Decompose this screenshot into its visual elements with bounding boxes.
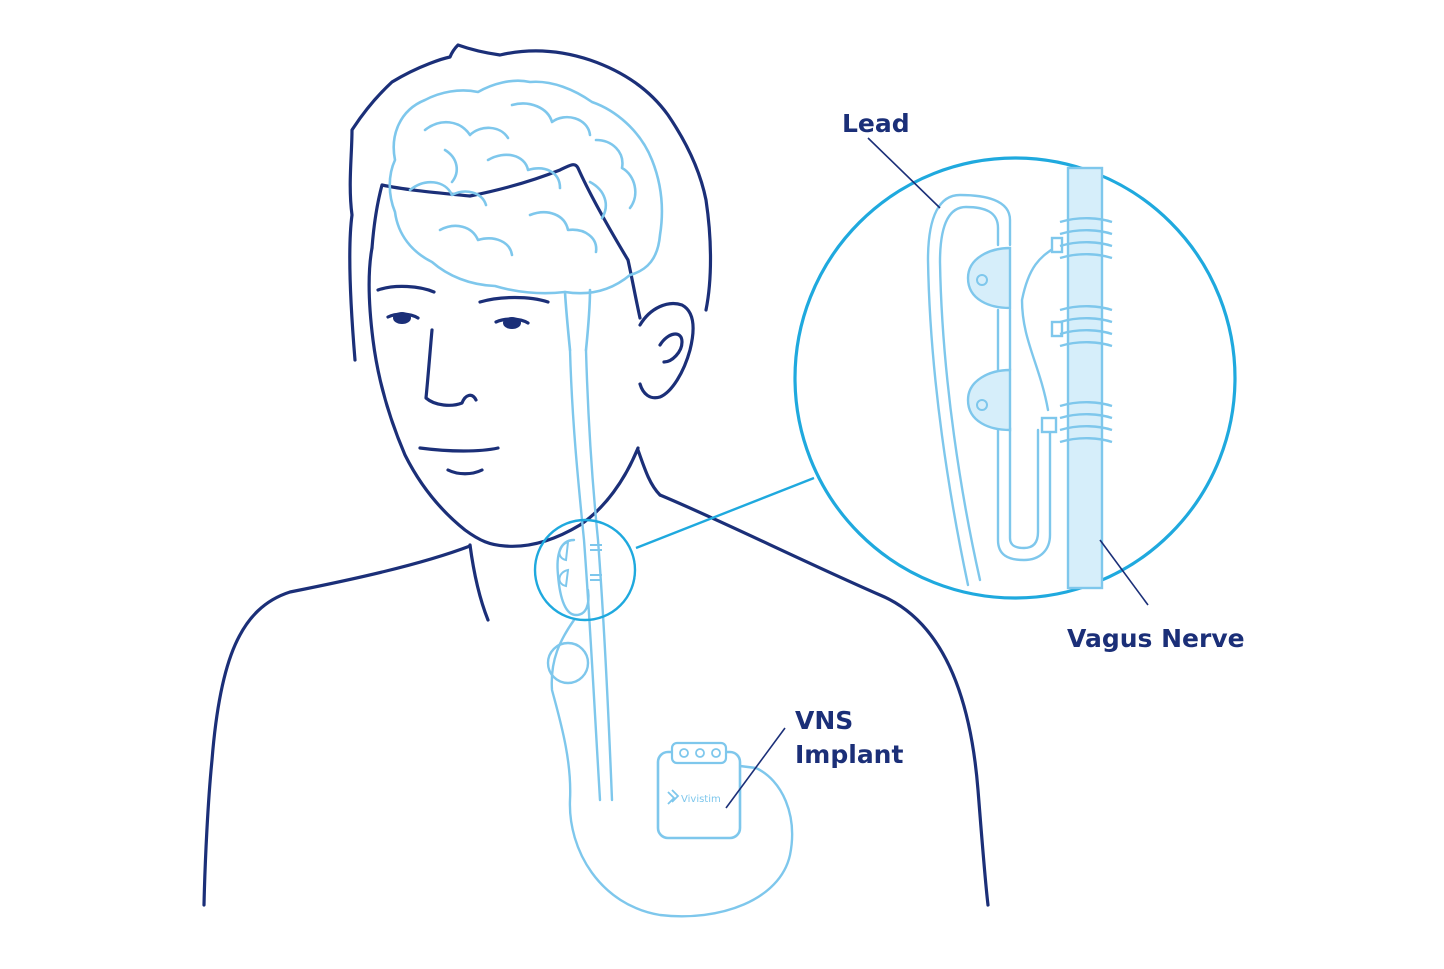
brain-fold-2 (510, 102, 592, 137)
zoom-coils (1040, 217, 1113, 444)
eye-pupils (393, 312, 521, 329)
neck-right (636, 448, 662, 497)
brand-logo-icon (667, 789, 680, 805)
ear-inner (658, 332, 684, 364)
brain-fold-1 (423, 121, 510, 140)
zoom-electrode-1 (966, 246, 1012, 310)
label-vns-line2: Implant (795, 740, 904, 769)
pupil-left (393, 312, 411, 324)
brainstem (563, 288, 592, 352)
vagus-nerve-left (568, 348, 602, 802)
ear-outline (638, 302, 695, 400)
electrode-small-1 (558, 540, 570, 562)
zoom-circle (793, 156, 1237, 600)
mouth (418, 446, 500, 453)
label-vns-line1: VNS (795, 706, 854, 735)
zoom-electrode-2 (966, 368, 1012, 432)
brain-fold-9 (443, 148, 459, 184)
implant-brand: Vivistim (681, 794, 721, 805)
brain (388, 79, 664, 352)
pupil-right (503, 317, 521, 329)
brain-fold-7 (528, 210, 598, 254)
implant-port-1 (679, 748, 689, 758)
label-lead: Lead (842, 109, 910, 138)
zoom-lead-outer-inner (938, 205, 1000, 582)
nose (424, 328, 478, 407)
zoom-lead-outer (926, 193, 1012, 587)
zoom-electrode-1-dot (976, 274, 988, 286)
zoom-contents (926, 166, 1113, 590)
electrode-small-coils (590, 544, 602, 581)
brain-fold-8 (588, 180, 607, 220)
brain-fold-6 (438, 224, 514, 257)
neck-electrodes (558, 540, 602, 588)
leader-lines (725, 137, 1149, 809)
lead-to-implant (550, 618, 794, 918)
label-vns-implant: VNS Implant (795, 704, 903, 772)
eyebrow-right (478, 295, 550, 304)
chin-line (446, 468, 484, 476)
vns-implant-device: Vivistim (656, 741, 742, 840)
neck-zoom-circle (533, 518, 637, 622)
implant-port-3 (711, 748, 721, 758)
leader-vagus (1099, 539, 1149, 606)
strain-relief-loop (546, 641, 590, 685)
eyebrow-left (376, 284, 436, 294)
leader-vns (725, 727, 786, 809)
shoulder-left (202, 544, 472, 907)
vagus-nerve-right (584, 348, 614, 802)
leader-lead (867, 137, 941, 209)
zoom-electrode-2-dot (976, 399, 988, 411)
zoom-lead-tail (996, 426, 1052, 562)
shoulder-right (658, 493, 990, 907)
brain-fold-3 (594, 138, 637, 210)
implant-port-2 (695, 748, 705, 758)
hairline (370, 163, 642, 320)
face-outline (367, 246, 640, 548)
label-vagus-nerve: Vagus Nerve (1067, 624, 1245, 653)
hair-outline (348, 43, 713, 362)
zoom-lead-body (996, 308, 1012, 372)
brain-outline (388, 79, 664, 295)
zoom-vagus-nerve (1066, 166, 1104, 590)
zoom-connector-line (635, 476, 815, 550)
person-outline (202, 43, 990, 907)
brain-fold-4 (408, 181, 488, 207)
implant-header (670, 741, 728, 765)
neck-left (468, 543, 490, 622)
electrode-small-2 (558, 568, 570, 588)
brain-fold-5 (486, 153, 562, 190)
